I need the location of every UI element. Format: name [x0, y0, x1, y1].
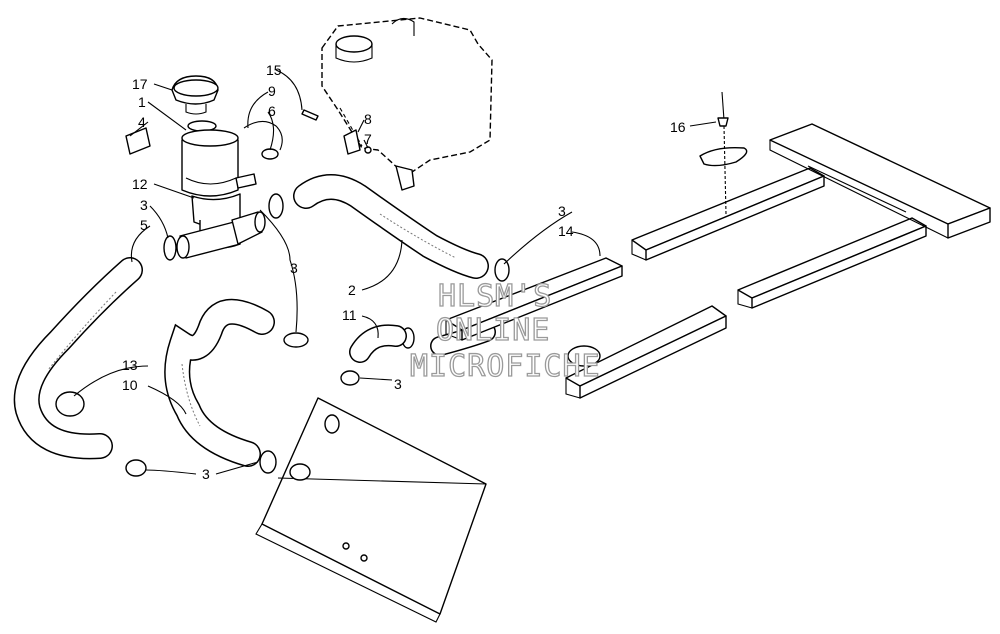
callout-4: 4 — [138, 114, 146, 130]
callout-6: 6 — [268, 103, 276, 119]
hose-5-long — [13, 257, 143, 460]
heat-exchanger-rear-right — [737, 217, 927, 309]
hose-clamp — [163, 235, 177, 261]
callout-3-top-left: 3 — [140, 197, 148, 213]
callout-9: 9 — [268, 83, 276, 99]
callout-11: 11 — [342, 307, 357, 323]
heat-exchanger-front-right — [565, 305, 727, 399]
hose-clamp — [268, 193, 284, 219]
callout-8: 8 — [364, 111, 372, 127]
hose-clamp — [125, 459, 147, 477]
mounting-plate — [255, 397, 487, 623]
callout-14: 14 — [558, 223, 574, 239]
hose-clamp — [283, 332, 309, 348]
tee-fitting — [176, 211, 266, 259]
callout-15: 15 — [266, 62, 282, 78]
callout-16: 16 — [670, 119, 686, 135]
callout-3-bottom: 3 — [202, 466, 210, 482]
hose-clamp — [340, 370, 360, 386]
callout-5: 5 — [140, 217, 148, 233]
watermark-line-1: HLSM'S — [438, 279, 552, 314]
hose-clamp — [55, 391, 85, 417]
temperature-sensor — [699, 91, 748, 215]
watermark-line-2: ONLINE — [436, 313, 550, 348]
callout-3-middle: 3 — [290, 260, 298, 276]
hose-2 — [293, 174, 489, 279]
callout-3-center: 3 — [394, 376, 402, 392]
watermark-line-3: MICROFICHE — [410, 349, 601, 384]
leader-lines — [73, 69, 717, 475]
callout-10: 10 — [122, 377, 138, 393]
hose-11 — [349, 324, 407, 363]
heat-exchanger-front-left — [445, 257, 623, 341]
callout-1: 1 — [138, 94, 146, 110]
screw-15 — [301, 109, 319, 121]
coolant-reservoir-tank — [321, 17, 493, 191]
heat-exchanger-rear-left — [631, 167, 825, 261]
hose-clamps — [55, 193, 510, 477]
hose-clamp — [494, 258, 510, 282]
callout-13: 13 — [122, 357, 138, 373]
hose-clamp — [259, 450, 277, 474]
decal-4 — [125, 127, 151, 155]
callout-7: 7 — [364, 131, 372, 147]
callout-2: 2 — [348, 282, 356, 298]
watermark: HLSM'S ONLINE MICROFICHE — [409, 278, 601, 384]
callout-17: 17 — [132, 76, 148, 92]
frame-crossmember — [769, 123, 991, 239]
callout-3-right: 3 — [558, 203, 566, 219]
bracket-clip-9-6 — [243, 120, 283, 160]
callout-12: 12 — [132, 176, 148, 192]
hose-10 — [164, 298, 275, 467]
callout-labels: 17 1 4 15 9 6 8 7 12 3 5 3 2 11 3 14 3 1… — [122, 62, 686, 482]
radiator-cap — [171, 75, 219, 115]
